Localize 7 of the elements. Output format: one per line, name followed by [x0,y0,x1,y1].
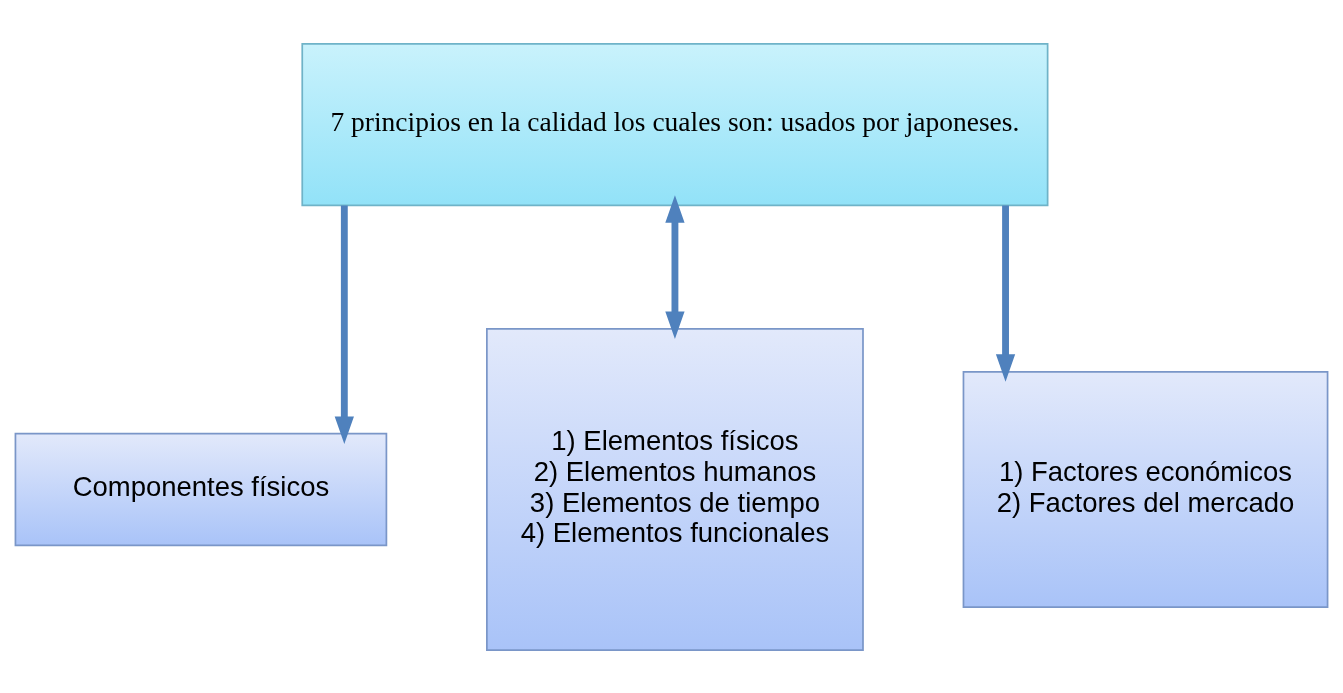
arrow [665,194,685,339]
node-box: 1) Factores económicos 2) Factores del mercado [962,370,1329,608]
arrow [995,205,1016,382]
node-box: Componentes físicos [14,432,388,546]
node-box: 7 principios en la calidad los cuales son: usados por japoneses. [301,42,1049,206]
node-box: 1) Elementos físicos 2) Elementos humanos 3) Elementos de tiempo 4) Elementos funcionales [486,327,864,651]
arrow [334,205,354,444]
